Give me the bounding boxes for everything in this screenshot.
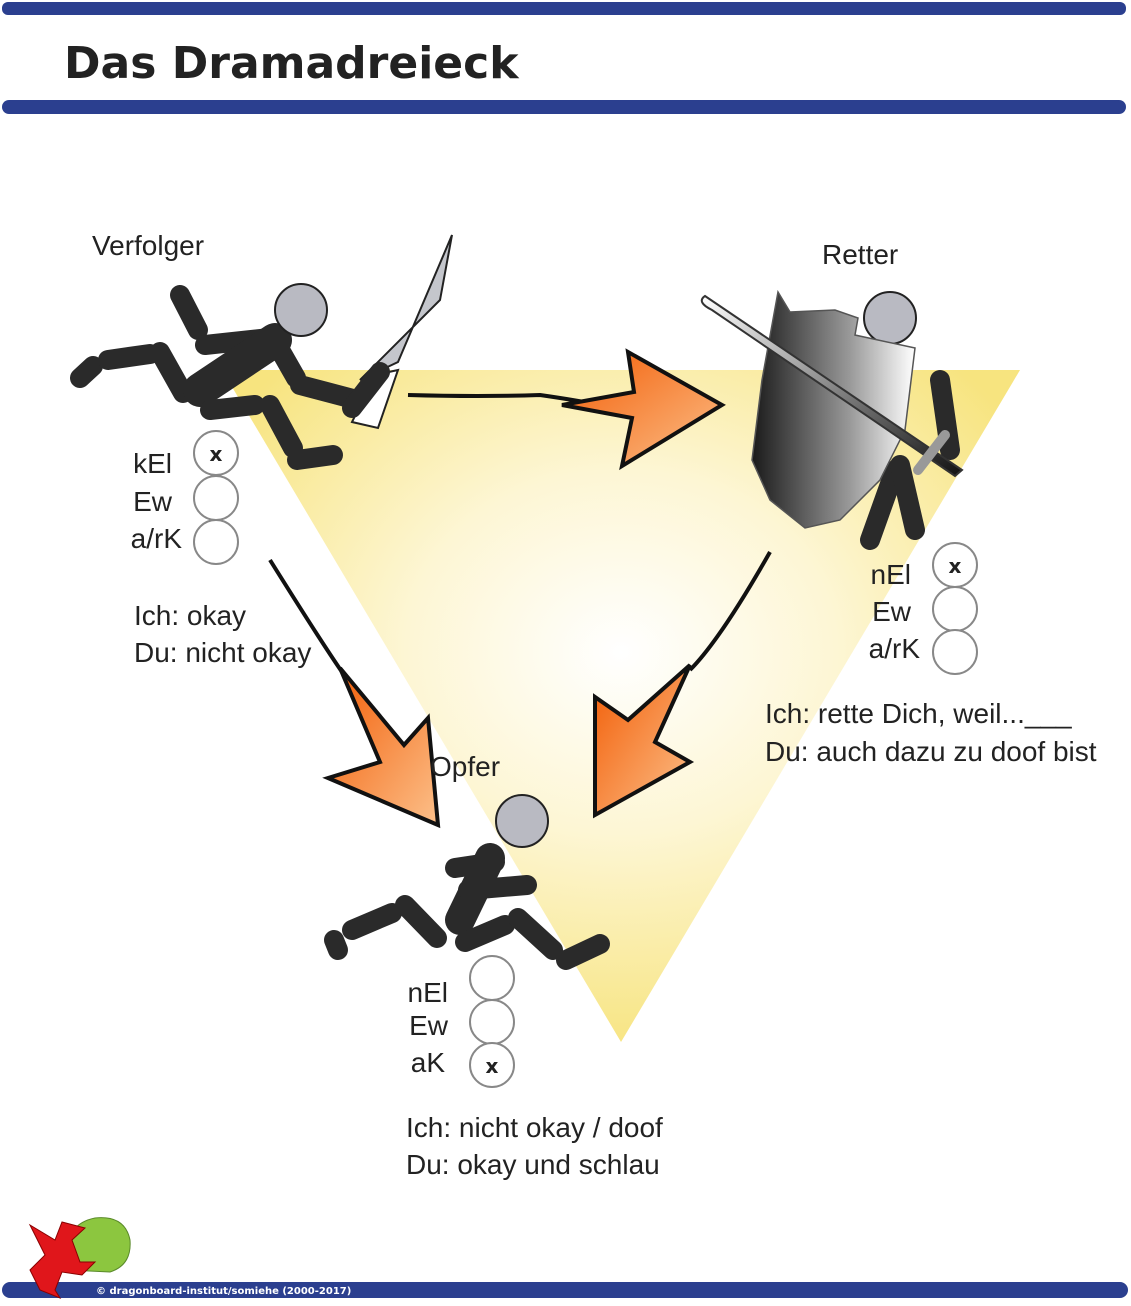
page-title: Das Dramadreieck bbox=[64, 38, 520, 89]
state-label: Ew bbox=[133, 486, 173, 517]
state-mark: x bbox=[949, 554, 962, 578]
verfolger-line-1: Ich: okay bbox=[134, 600, 246, 631]
state-circle bbox=[932, 586, 978, 632]
state-circle bbox=[193, 519, 239, 565]
opfer-line-2: Du: okay und schlau bbox=[406, 1149, 660, 1180]
state-circle bbox=[193, 475, 239, 521]
opfer-state-list: nEl Ew aK x bbox=[408, 955, 515, 1088]
state-circle bbox=[932, 629, 978, 675]
state-label: a/rK bbox=[869, 633, 921, 664]
state-label: nEl bbox=[408, 977, 448, 1008]
retter-state-list: nEl x Ew a/rK bbox=[869, 542, 978, 675]
arrow-retter-to-opfer bbox=[593, 551, 772, 819]
opfer-line-1: Ich: nicht okay / doof bbox=[406, 1112, 663, 1143]
verfolger-figure bbox=[70, 234, 453, 470]
state-label: nEl bbox=[871, 559, 911, 590]
top-bar bbox=[2, 2, 1126, 15]
retter-figure bbox=[700, 289, 964, 550]
state-label: Ew bbox=[872, 596, 912, 627]
dragon-logo bbox=[28, 1217, 131, 1300]
state-label: aK bbox=[411, 1047, 446, 1078]
title-underline-bar bbox=[2, 100, 1126, 114]
retter-line-2: Du: auch dazu zu doof bist bbox=[765, 736, 1097, 767]
state-label: Ew bbox=[409, 1010, 449, 1041]
state-mark: x bbox=[210, 442, 223, 466]
role-label-retter: Retter bbox=[822, 239, 898, 270]
retter-line-1: Ich: rette Dich, weil...___ bbox=[765, 698, 1072, 729]
state-circle bbox=[469, 999, 515, 1045]
drama-triangle bbox=[222, 370, 1020, 1042]
state-circle bbox=[469, 1042, 515, 1088]
state-label: a/rK bbox=[131, 523, 183, 554]
role-label-verfolger: Verfolger bbox=[92, 230, 204, 261]
state-circle bbox=[469, 955, 515, 1001]
copyright-footer: © dragonboard-institut/somiehe (2000-201… bbox=[96, 1286, 351, 1297]
footer-bar bbox=[2, 1282, 1128, 1298]
verfolger-state-list: kEl x Ew a/rK bbox=[131, 430, 239, 565]
state-mark: x bbox=[486, 1054, 499, 1078]
arrow-verfolger-to-opfer bbox=[268, 558, 441, 829]
arrow-verfolger-to-retter bbox=[407, 348, 726, 471]
state-label: kEl bbox=[133, 448, 172, 479]
opfer-figure bbox=[324, 794, 610, 970]
role-label-opfer: Opfer bbox=[430, 751, 500, 782]
verfolger-line-2: Du: nicht okay bbox=[134, 637, 311, 668]
